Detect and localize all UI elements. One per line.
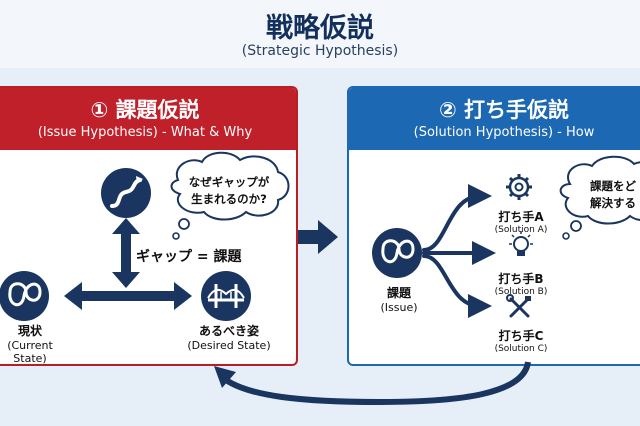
issue-panel-title: ① 課題仮説 [90, 98, 200, 122]
road-icon [101, 168, 151, 218]
solution-panel-subtitle: (Solution Hypothesis) - How [413, 125, 595, 140]
connector-arrow-right [298, 220, 338, 254]
solution-a-subtitle: (Solution A) [494, 225, 548, 235]
issue-panel-header: ① 課題仮説 (Issue Hypothesis) - What & Why [0, 88, 296, 150]
current-state-subtitle: (Current State) [7, 339, 53, 365]
gap-equals-issue-label: ギャップ = 課題 [136, 249, 242, 265]
tools-icon [506, 294, 531, 318]
page-title: 戦略仮説 [266, 13, 374, 44]
tangle-icon [0, 271, 49, 321]
solution-panel-header: ② 打ち手仮説 (Solution Hypothesis) - How [349, 88, 640, 150]
issue-tangle-icon [372, 228, 422, 278]
solution-a-label: 打ち手A (Solution A) [481, 208, 561, 235]
thought-why-line2: 生まれるのか? [191, 192, 267, 206]
desired-state-subtitle: (Desired State) [187, 339, 271, 352]
solution-a-title: 打ち手A [498, 210, 544, 224]
solution-hypothesis-panel: ② 打ち手仮説 (Solution Hypothesis) - How 課題 (… [347, 86, 640, 366]
desired-state-title: あるべき姿 [198, 324, 259, 338]
solution-b-label: 打ち手B (Solution B) [481, 270, 561, 297]
bridge-icon [201, 271, 251, 321]
branch-arrows [422, 184, 496, 318]
thought-bubble-how: 課題をど 解決する [559, 155, 640, 240]
current-state-title: 現状 [17, 324, 42, 338]
current-state-label: 現状 (Current State) [0, 322, 66, 365]
thought-how-line1: 課題をど [590, 179, 636, 193]
issue-hypothesis-panel: ① 課題仮説 (Issue Hypothesis) - What & Why 現… [0, 86, 298, 366]
thought-bubble-why: なぜギャップが 生まれるのか? [170, 151, 290, 240]
vertical-gap-arrow [112, 218, 140, 288]
solution-c-label: 打ち手C (Solution C) [481, 327, 561, 354]
issue-node-subtitle: (Issue) [380, 301, 418, 314]
solution-b-title: 打ち手B [498, 272, 544, 286]
header: 戦略仮説 (Strategic Hypothesis) [0, 0, 640, 69]
feedback-loop-arrow [214, 361, 531, 406]
page-subtitle: (Strategic Hypothesis) [241, 43, 399, 59]
thought-why-line1: なぜギャップが [189, 175, 270, 189]
solution-panel-title: ② 打ち手仮説 [438, 98, 570, 122]
desired-state-label: あるべき姿 (Desired State) [174, 322, 284, 352]
solution-c-subtitle: (Solution C) [494, 344, 548, 354]
issue-panel-subtitle: (Issue Hypothesis) - What & Why [37, 125, 253, 140]
issue-node-title: 課題 [386, 286, 411, 300]
horizontal-gap-arrow [64, 282, 192, 310]
solution-b-subtitle: (Solution B) [494, 287, 548, 297]
gear-icon [506, 174, 532, 200]
issue-node-label: 課題 (Issue) [359, 284, 439, 314]
lightbulb-icon [509, 231, 533, 256]
thought-how-line2: 解決する [590, 196, 636, 210]
solution-c-title: 打ち手C [498, 329, 544, 343]
